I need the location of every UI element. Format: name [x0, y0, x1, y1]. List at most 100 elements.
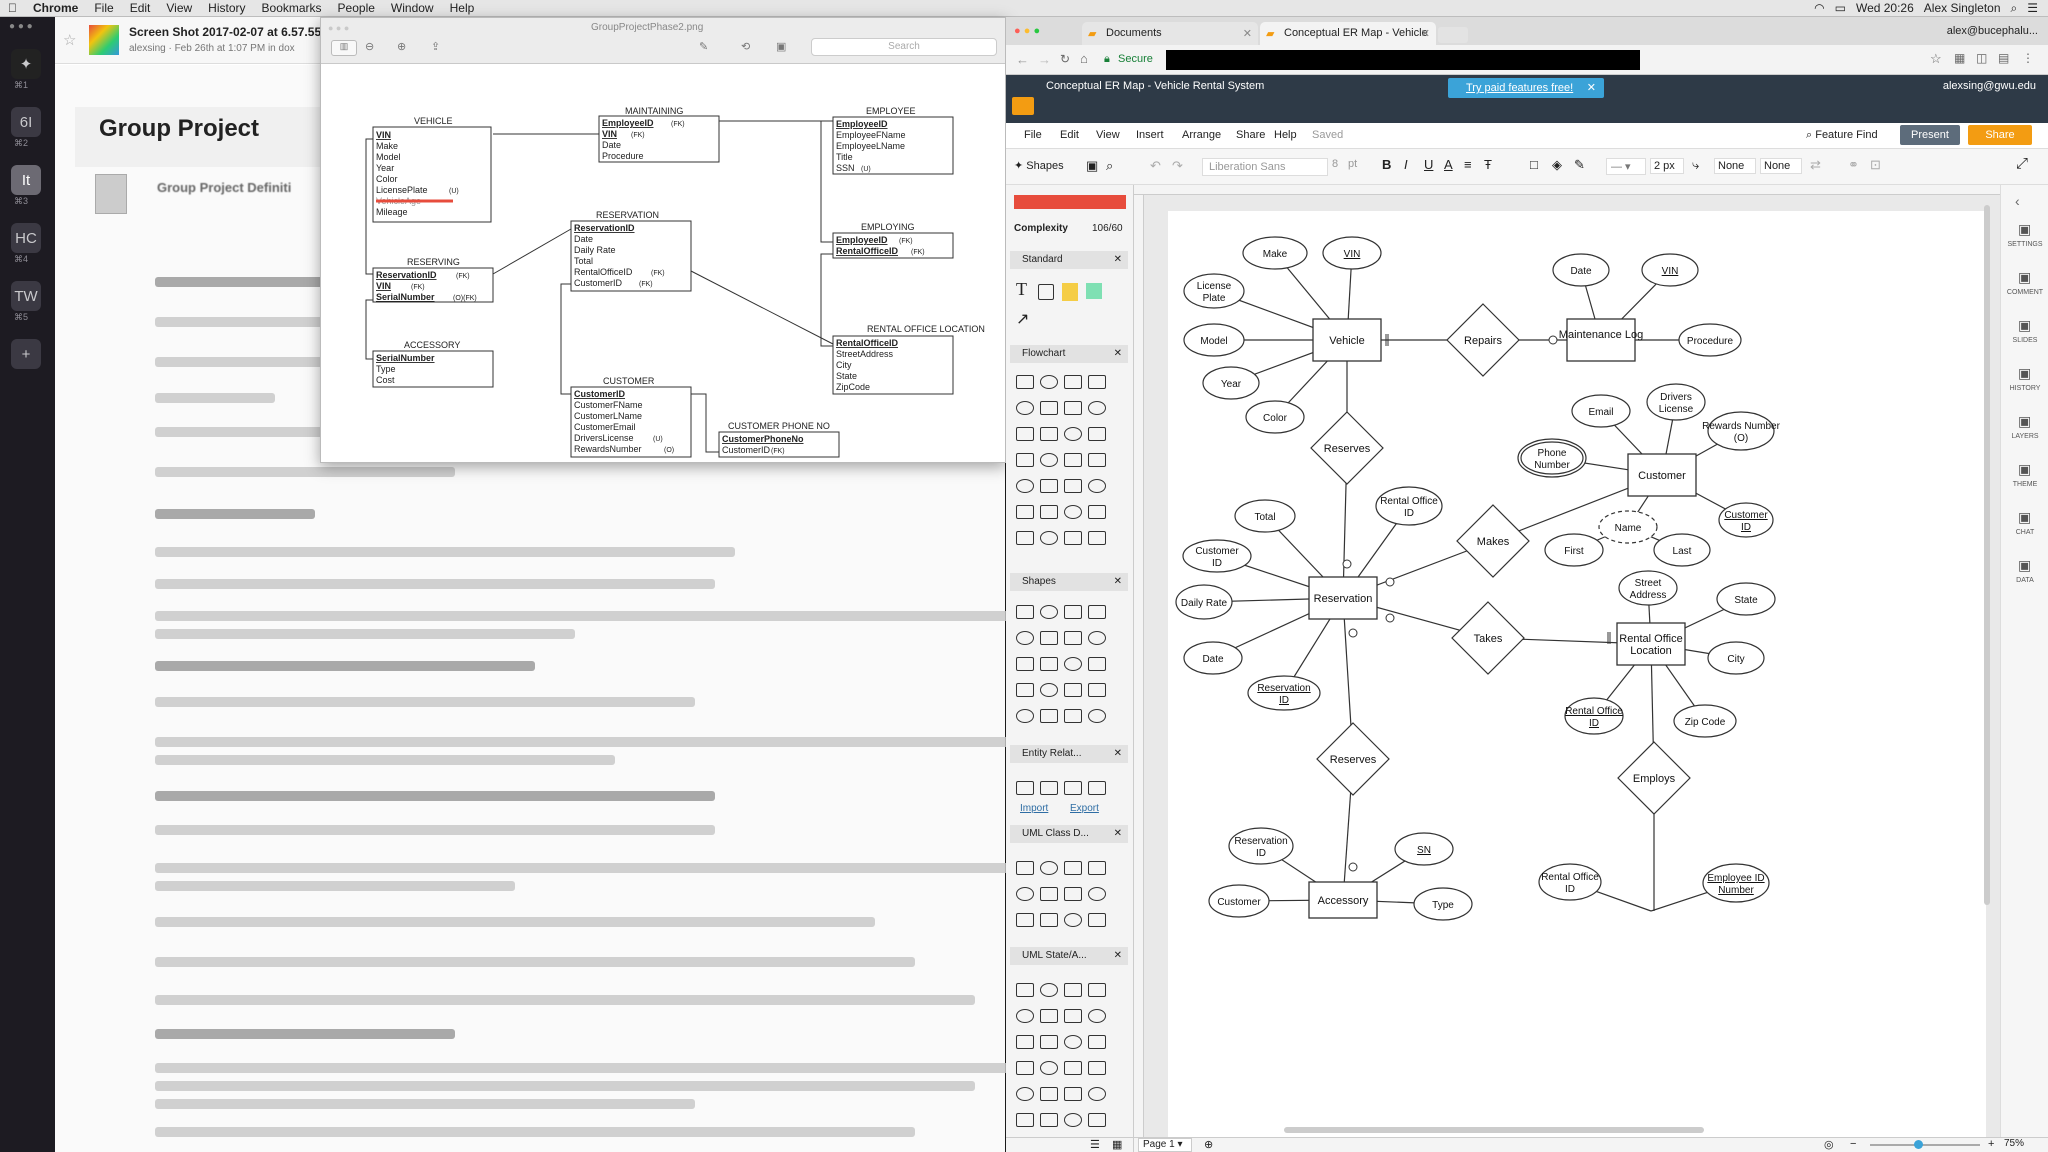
shape-template-icon[interactable]	[1088, 605, 1106, 619]
attribute-last[interactable]: Last	[1653, 533, 1711, 567]
shape-template-icon[interactable]	[1040, 1009, 1058, 1023]
line-type-icon[interactable]: ⤷	[1692, 157, 1700, 172]
shape-template-icon[interactable]	[1088, 505, 1106, 519]
attribute-daily-rate[interactable]: Daily Rate	[1175, 584, 1233, 620]
shape-template-icon[interactable]	[1016, 887, 1034, 901]
text-color-icon[interactable]: A	[1444, 157, 1453, 172]
menu-history[interactable]: History	[199, 0, 245, 15]
entity-accessory[interactable]: Accessory	[1308, 881, 1378, 919]
account-menu[interactable]: alexsing@gwu.edu	[1942, 80, 2036, 92]
zoom-slider[interactable]	[1870, 1144, 1980, 1146]
import-link[interactable]: Import	[1020, 803, 1049, 814]
shape-template-icon[interactable]	[1040, 657, 1058, 671]
shape-template-icon[interactable]	[1016, 605, 1034, 619]
shape-template-icon[interactable]	[1088, 401, 1106, 415]
window-controls[interactable]: ● ● ●	[9, 21, 33, 32]
attribute-rental-office-id[interactable]: Rental OfficeID	[1564, 697, 1624, 735]
vertical-scrollbar[interactable]	[1984, 205, 1990, 905]
menu-help[interactable]: Help	[1274, 129, 1297, 141]
close-icon[interactable]: ✕	[1113, 828, 1122, 839]
sidebar-toggle-icon[interactable]: ▥	[331, 40, 357, 56]
relationship-repairs[interactable]: Repairs	[1446, 303, 1520, 377]
er-table-icon[interactable]	[1016, 781, 1034, 795]
relationship-reserves2[interactable]: Reserves	[1316, 722, 1390, 796]
fill-color-icon[interactable]: ◈	[1552, 157, 1562, 172]
font-unit-select[interactable]: pt	[1348, 158, 1358, 170]
shape-template-icon[interactable]	[1040, 479, 1058, 493]
shape-template-icon[interactable]	[1040, 709, 1058, 723]
zoom-in-icon[interactable]: +	[1988, 1138, 1995, 1150]
text-options-icon[interactable]: Ŧ	[1484, 157, 1492, 172]
text-shape-icon[interactable]: T	[1016, 279, 1027, 299]
shape-template-icon[interactable]	[1040, 983, 1058, 997]
data-icon[interactable]: ▣	[2018, 557, 2032, 573]
shape-template-icon[interactable]	[1064, 531, 1082, 545]
shape-template-icon[interactable]	[1088, 479, 1106, 493]
add-workspace-button[interactable]: +	[11, 339, 41, 369]
menu-view[interactable]: View	[1096, 129, 1120, 141]
shape-template-icon[interactable]	[1088, 1061, 1106, 1075]
shape-template-icon[interactable]	[1016, 401, 1034, 415]
relationship-takes[interactable]: Takes	[1451, 601, 1525, 675]
arrow-end-select[interactable]: None	[1760, 158, 1802, 174]
attribute-date-m[interactable]: Date	[1552, 253, 1610, 287]
shape-template-icon[interactable]	[1088, 683, 1106, 697]
menu-window[interactable]: Window	[381, 0, 434, 15]
shape-template-icon[interactable]	[1064, 605, 1082, 619]
bold-icon[interactable]: B	[1382, 157, 1392, 172]
horizontal-scrollbar[interactable]	[1284, 1127, 1704, 1133]
link-icon[interactable]: ⚭	[1848, 157, 1859, 172]
close-icon[interactable]: ✕	[1113, 576, 1122, 587]
comment-icon[interactable]: ▣	[2018, 269, 2032, 285]
entity-customer[interactable]: Customer	[1627, 453, 1697, 497]
shape-template-icon[interactable]	[1064, 631, 1082, 645]
attribute-total[interactable]: Total	[1234, 499, 1296, 533]
shape-template-icon[interactable]	[1064, 1009, 1082, 1023]
star-icon[interactable]: ☆	[63, 32, 77, 49]
menu-edit[interactable]: Edit	[120, 0, 151, 15]
shape-template-icon[interactable]	[1016, 913, 1034, 927]
zoom-in-icon[interactable]: ⊕	[397, 41, 407, 53]
attribute-customer-a[interactable]: Customer	[1208, 884, 1270, 918]
menu-help[interactable]: Help	[440, 0, 475, 15]
trial-banner-label[interactable]: Try paid features free!	[1466, 82, 1574, 94]
add-page-icon[interactable]: ⊕	[1204, 1139, 1214, 1151]
shape-template-icon[interactable]	[1064, 887, 1082, 901]
menu-bookmarks[interactable]: Bookmarks	[252, 0, 322, 15]
attribute-first[interactable]: First	[1544, 533, 1604, 567]
attribute-city[interactable]: City	[1707, 641, 1765, 675]
menu-list-icon[interactable]: ☰	[2027, 1, 2038, 15]
menu-file[interactable]: File	[85, 0, 113, 15]
list-view-icon[interactable]: ☰	[1090, 1139, 1100, 1151]
export-link[interactable]: Export	[1070, 803, 1099, 814]
workspace-tw[interactable]: TW	[11, 281, 41, 311]
section-flowchart[interactable]: Flowchart✕	[1010, 345, 1128, 363]
shape-template-icon[interactable]	[1088, 631, 1106, 645]
shape-template-icon[interactable]	[1088, 709, 1106, 723]
back-icon[interactable]: ←	[1016, 52, 1029, 67]
section-entity-relationship[interactable]: Entity Relat...✕	[1010, 745, 1128, 763]
shape-template-icon[interactable]	[1016, 1087, 1034, 1101]
shape-template-icon[interactable]	[1040, 1087, 1058, 1101]
shape-template-icon[interactable]	[1064, 427, 1082, 441]
chat-icon[interactable]: ▣	[2018, 509, 2032, 525]
attribute-rental-office-id-r[interactable]: Rental OfficeID	[1375, 486, 1443, 526]
shape-template-icon[interactable]	[1088, 453, 1106, 467]
shape-template-icon[interactable]	[1040, 861, 1058, 875]
relationship-makes[interactable]: Makes	[1456, 504, 1530, 578]
bookmark-star-icon[interactable]: ☆	[1930, 51, 1942, 66]
attribute-type[interactable]: Type	[1413, 887, 1473, 921]
shape-template-icon[interactable]	[1064, 709, 1082, 723]
attribute-email[interactable]: Email	[1571, 394, 1631, 428]
new-tab-button[interactable]	[1438, 27, 1468, 43]
attribute-customer-id-r[interactable]: CustomerID	[1182, 539, 1252, 573]
history-icon[interactable]: ▣	[2018, 365, 2032, 381]
shape-template-icon[interactable]	[1064, 913, 1082, 927]
workspace-it[interactable]: It	[11, 165, 41, 195]
font-size-input[interactable]: 8	[1332, 158, 1339, 170]
color-block-icon[interactable]	[1086, 283, 1102, 299]
attribute-make[interactable]: Make	[1242, 236, 1308, 270]
er-table-icon[interactable]	[1064, 781, 1082, 795]
shape-template-icon[interactable]	[1016, 1009, 1034, 1023]
